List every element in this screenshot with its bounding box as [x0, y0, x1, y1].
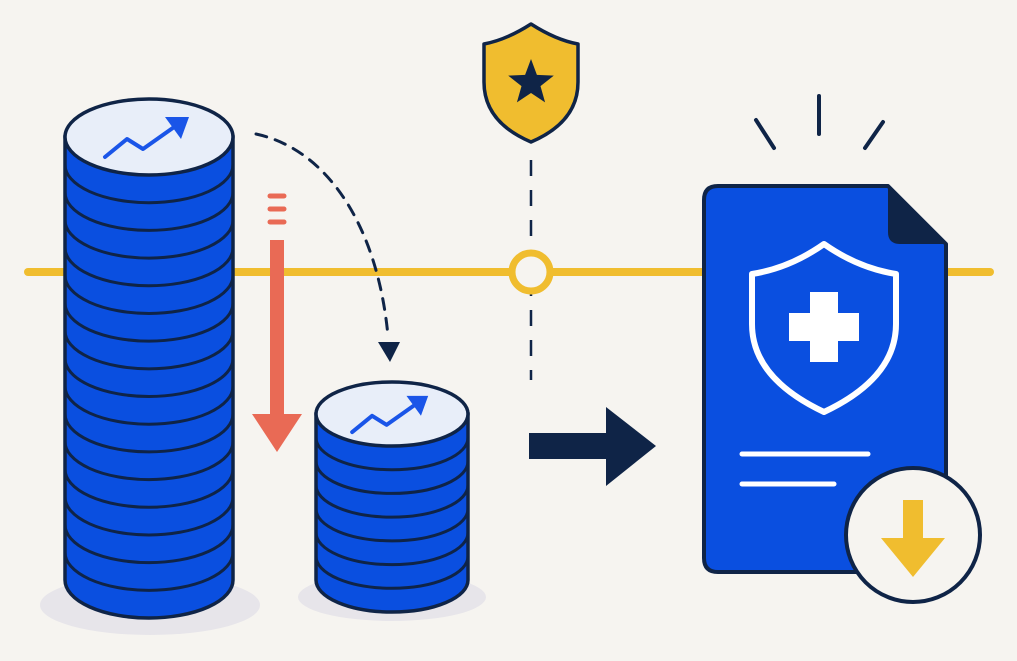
- coin-edge: [63, 441, 235, 482]
- coin-edge: [63, 192, 235, 232]
- coin-edge: [314, 556, 470, 590]
- coin-edge: [63, 303, 235, 343]
- coin-edge: [314, 532, 470, 567]
- trending-up-icon: [103, 117, 189, 159]
- coin-stack-body: [63, 135, 235, 620]
- highlight-rays: [754, 94, 885, 150]
- coin-edge: [63, 496, 235, 537]
- coin-edge: [63, 164, 235, 205]
- coin-edge: [63, 358, 235, 398]
- coin-top-face: [63, 97, 235, 177]
- coin-edge: [63, 469, 235, 509]
- coin-edge: [63, 524, 235, 565]
- coin-edge: [314, 485, 470, 519]
- large-coin-stack: [63, 97, 235, 620]
- arrow-right-icon: [529, 407, 656, 486]
- coin-edge: [63, 220, 235, 260]
- download-icon: [844, 466, 982, 604]
- trending-up-icon: [350, 395, 429, 435]
- arrow-down-icon: [252, 193, 302, 452]
- shield-star-icon: [482, 22, 580, 144]
- coin-edge: [63, 552, 235, 592]
- coin-stack-body: [314, 412, 470, 614]
- coin-edge: [63, 386, 235, 426]
- coin-edge: [63, 413, 235, 454]
- star-icon: [508, 59, 554, 103]
- coin-edge: [314, 508, 470, 543]
- coin-edge: [63, 330, 235, 371]
- coin-edge: [314, 461, 470, 495]
- document-folded-corner: [888, 186, 946, 244]
- small-coin-stack: [314, 380, 470, 614]
- shield-plus-icon: [749, 241, 899, 415]
- dashed-transfer-arrow: [254, 132, 400, 362]
- coin-edge: [63, 247, 235, 288]
- coin-edge: [314, 437, 470, 472]
- coin-edge: [63, 275, 235, 315]
- timeline-node: [508, 249, 554, 295]
- coin-top-face: [314, 380, 470, 448]
